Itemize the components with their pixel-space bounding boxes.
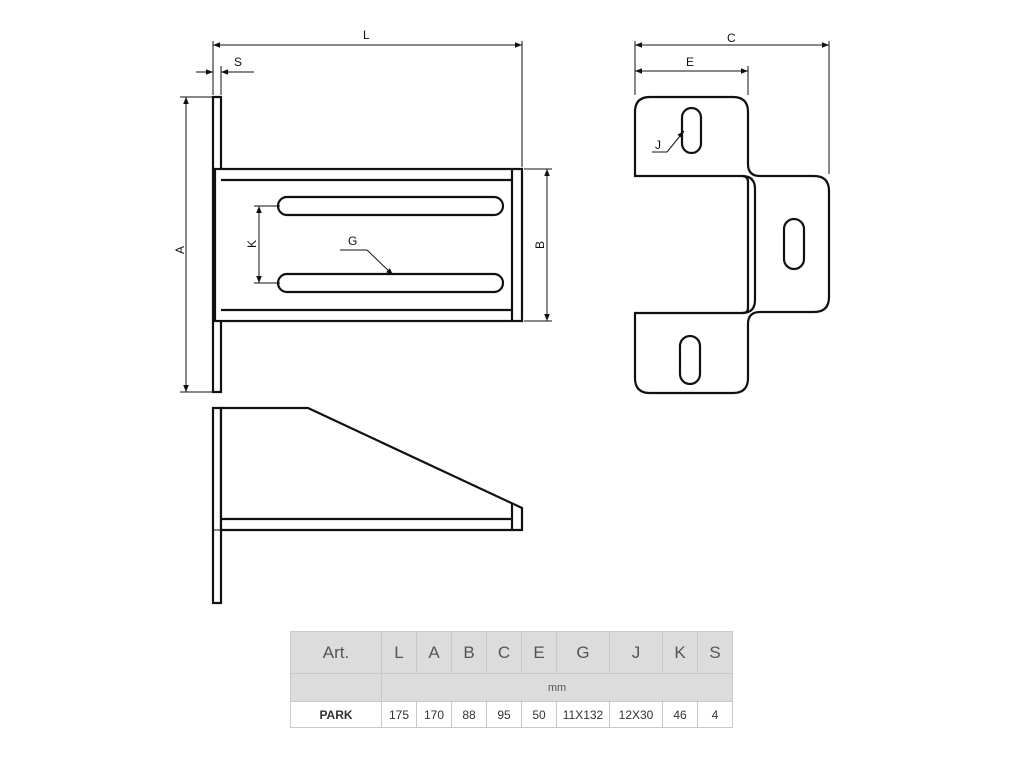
- header-cell: C: [486, 631, 522, 674]
- dim-label-J: J: [655, 138, 661, 152]
- value-cell: 12X30: [609, 701, 663, 728]
- value-cell: 170: [416, 701, 452, 728]
- dim-E: [635, 66, 749, 95]
- value-cell: 175: [381, 701, 417, 728]
- dim-S: [196, 66, 254, 95]
- header-cell: K: [662, 631, 698, 674]
- value-cell: 50: [521, 701, 557, 728]
- bracket-outline: [633, 95, 831, 395]
- dim-L: [212, 41, 523, 167]
- dim-C: [634, 41, 830, 174]
- value-cell: 95: [486, 701, 522, 728]
- article-name-cell: PARK: [290, 701, 382, 728]
- unit-cell: mm: [381, 673, 733, 702]
- dim-B: [524, 168, 552, 322]
- value-cell: 88: [451, 701, 487, 728]
- leader-G: [340, 249, 394, 276]
- arm-body: [213, 167, 524, 323]
- gusset-outline: [219, 406, 524, 532]
- dim-label-E: E: [686, 55, 694, 69]
- value-cell: 11X132: [556, 701, 610, 728]
- slot-J-top: [680, 106, 703, 155]
- header-cell: J: [609, 631, 663, 674]
- dim-label-B: B: [533, 241, 547, 249]
- header-cell: A: [416, 631, 452, 674]
- dim-label-G: G: [348, 234, 357, 248]
- table-header-row: Art. L A B C E G J K S: [290, 631, 733, 674]
- header-cell: S: [697, 631, 733, 674]
- header-cell: B: [451, 631, 487, 674]
- table-unit-row: mm: [290, 673, 733, 702]
- header-cell: L: [381, 631, 417, 674]
- unit-spacer-cell: [290, 673, 382, 702]
- dim-A: [180, 96, 212, 393]
- wall-plate-top: [211, 406, 223, 605]
- dim-label-A: A: [173, 246, 187, 254]
- spec-table: Art. L A B C E G J K S mm PARK 175 170 8…: [290, 631, 733, 728]
- dim-label-S: S: [234, 55, 242, 69]
- technical-drawing: L S A B K G: [173, 28, 831, 605]
- value-cell: 4: [697, 701, 733, 728]
- dim-label-C: C: [727, 31, 736, 45]
- table-row: PARK 175 170 88 95 50 11X132 12X30 46 4: [290, 701, 733, 728]
- top-view: [211, 406, 524, 605]
- dim-label-L: L: [363, 28, 370, 42]
- header-cell: Art.: [290, 631, 382, 674]
- slot-bottom-side: [678, 334, 702, 386]
- side-view: [633, 95, 831, 395]
- dim-K: [254, 205, 280, 284]
- slot-side-middle: [782, 217, 806, 271]
- dim-label-K: K: [245, 240, 259, 248]
- leader-J: [652, 130, 685, 153]
- header-cell: E: [521, 631, 557, 674]
- value-cell: 46: [662, 701, 698, 728]
- header-cell: G: [556, 631, 610, 674]
